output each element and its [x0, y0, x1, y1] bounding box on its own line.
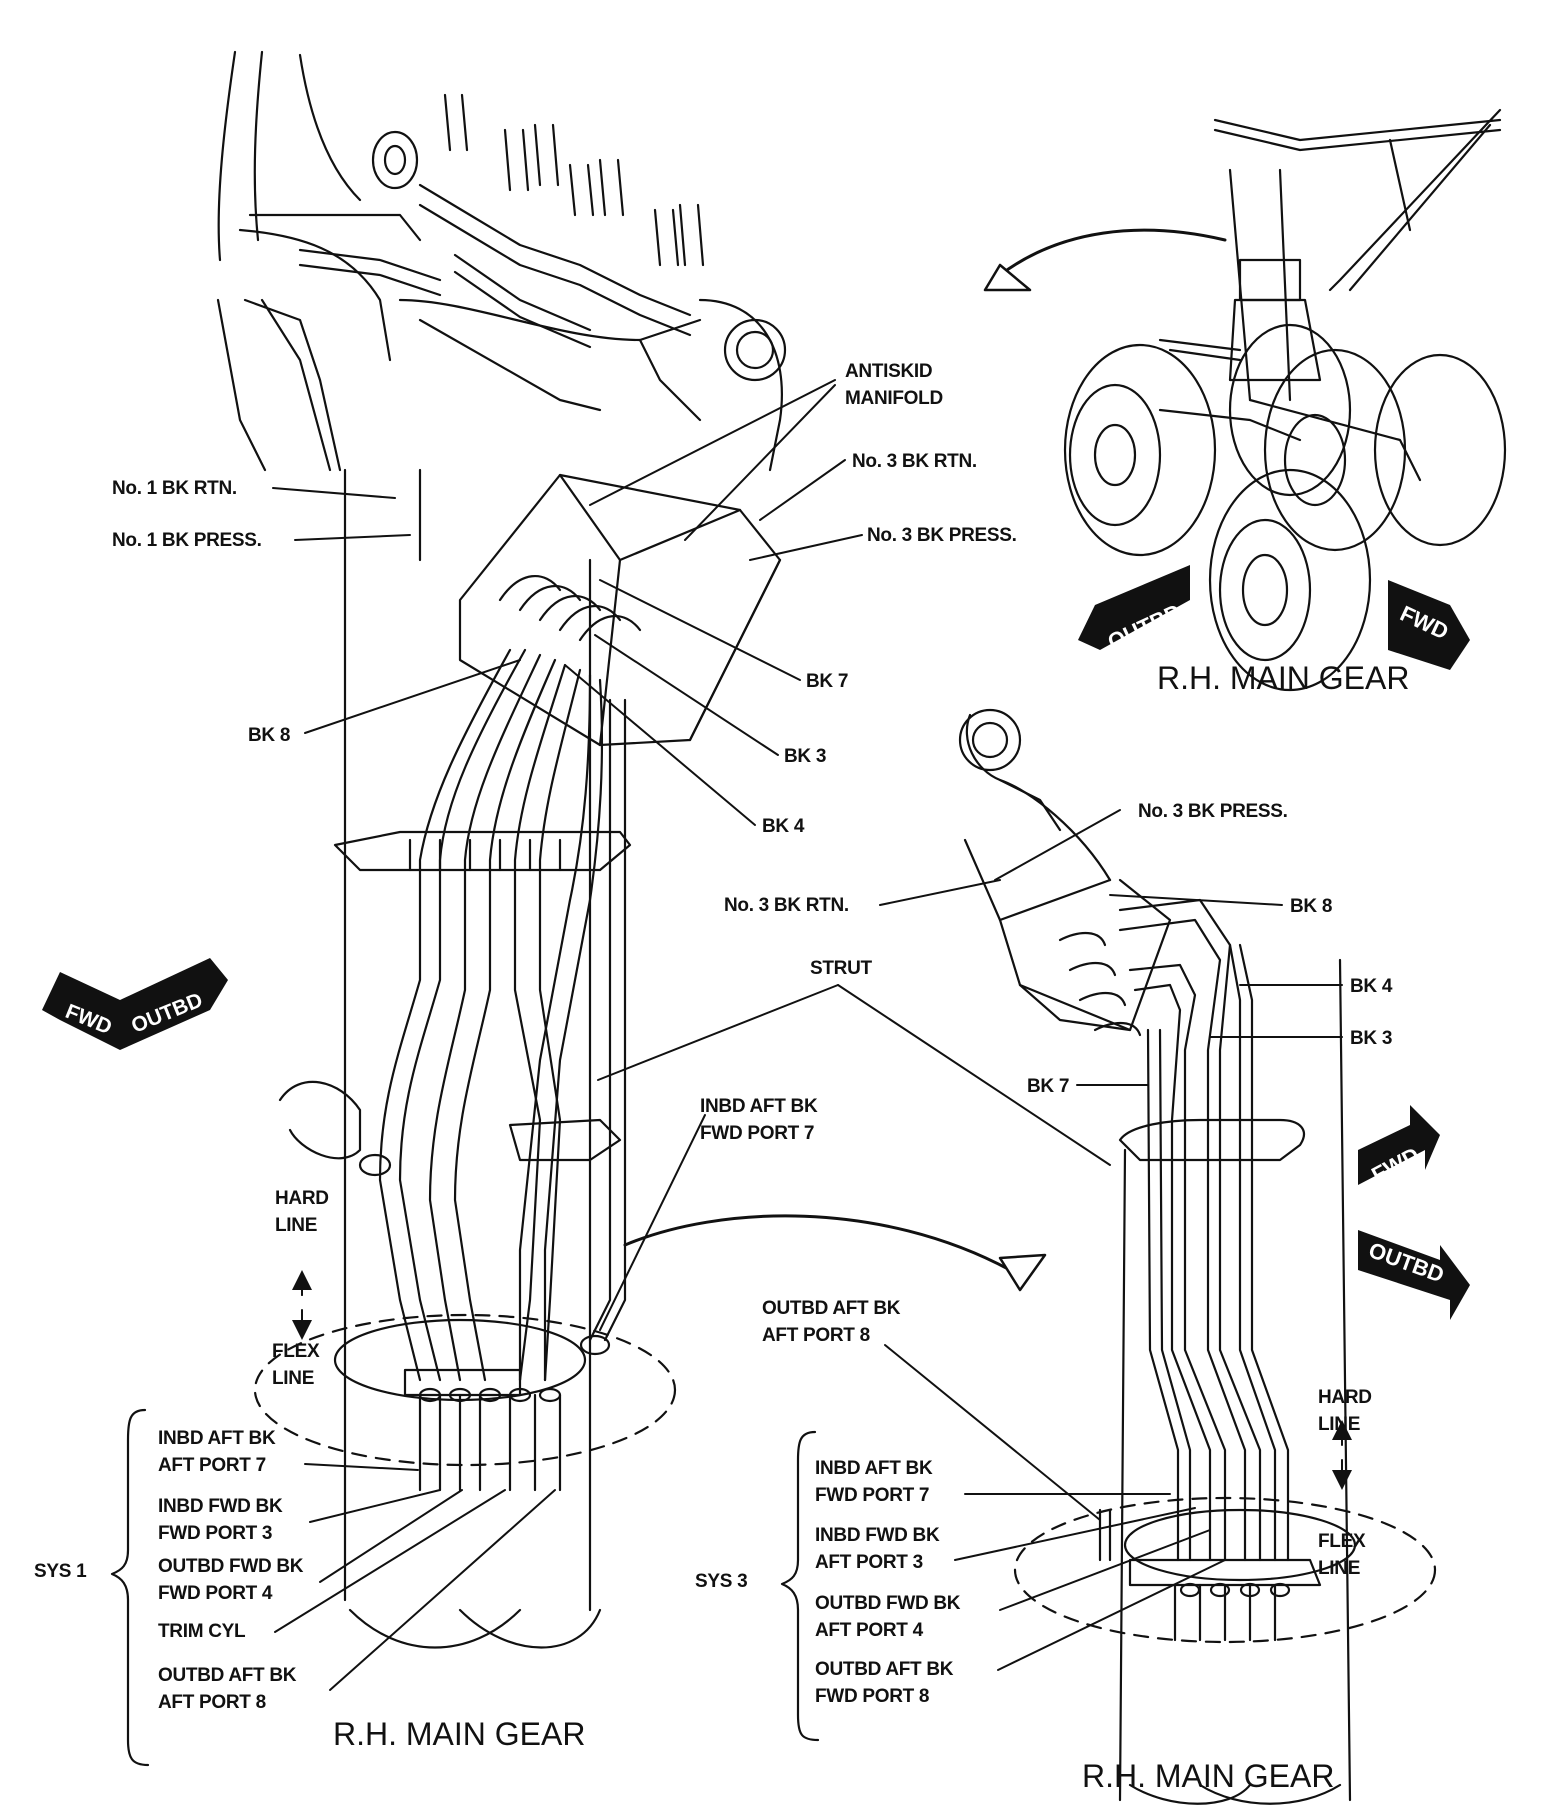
no1-bk-press-label: No. 1 BK PRESS. [112, 530, 262, 551]
sys1-line-1-a: INBD FWD BK [158, 1496, 283, 1517]
left-tube-bundle [278, 648, 632, 1382]
right-no3-bk-press-label: No. 3 BK PRESS. [1138, 801, 1288, 822]
right-flex-dashed-ring [1013, 1496, 1437, 1644]
bottom-curved-arrow [623, 1214, 1012, 1272]
antiskid-line-1: ANTISKID [845, 361, 933, 382]
sys3-line-0-b: FWD PORT 7 [815, 1485, 930, 1506]
right-outbd-aft-line-2: AFT PORT 8 [762, 1325, 870, 1346]
right-outbd-aft-line-1: OUTBD AFT BK [762, 1298, 901, 1319]
left-strut [343, 468, 602, 1649]
sys1-line-2-a: OUTBD FWD BK [158, 1556, 304, 1577]
right-hard-line-label: HARD LINE [1318, 1384, 1372, 1438]
right-outbd-aft-bk-aft-port8-label: OUTBD AFT BK AFT PORT 8 [762, 1295, 900, 1349]
bk8-label: BK 8 [248, 725, 291, 746]
sys1-line-2-b: FWD PORT 4 [158, 1583, 273, 1604]
antiskid-manifold-block [458, 473, 782, 747]
left-view-title: R.H. MAIN GEAR [333, 1716, 586, 1752]
hard-flex-arrows [292, 1270, 1352, 1490]
sys3-line-3-a: OUTBD AFT BK [815, 1659, 954, 1680]
right-hard-line-2: LINE [1318, 1414, 1361, 1435]
leader-lines [272, 379, 1343, 1691]
left-direction-arrows: FWD OUTBD [42, 958, 228, 1050]
bk7-label: BK 7 [806, 671, 849, 692]
left-hard-line-1: HARD [275, 1188, 329, 1209]
top-right-view-title: R.H. MAIN GEAR [1157, 660, 1410, 696]
right-hard-line-1: HARD [1318, 1387, 1372, 1408]
inbd-aft-line-2: FWD PORT 7 [700, 1123, 815, 1144]
inbd-aft-bk-fwd-port7-label: INBD AFT BK FWD PORT 7 [700, 1093, 818, 1147]
sys3-line-3-b: FWD PORT 8 [815, 1686, 930, 1707]
strut-label: STRUT [810, 958, 872, 979]
bottom-right-structure [958, 708, 1357, 1805]
sys1-line-outbd-fwd: OUTBD FWD BK FWD PORT 4 [158, 1553, 304, 1607]
sys1-line-outbd-aft: OUTBD AFT BK AFT PORT 8 [158, 1662, 296, 1716]
sys1-line-0-b: AFT PORT 7 [158, 1455, 266, 1476]
left-flex-line-2: LINE [272, 1368, 315, 1389]
sys3-line-1-a: INBD FWD BK [815, 1525, 940, 1546]
no3-bk-rtn-label: No. 3 BK RTN. [852, 451, 977, 472]
sys3-line-outbd-aft: OUTBD AFT BK FWD PORT 8 [815, 1656, 953, 1710]
sys3-line-2-b: AFT PORT 4 [815, 1620, 923, 1641]
sys1-line-inbd-fwd: INBD FWD BK FWD PORT 3 [158, 1493, 283, 1547]
top-right-curved-arrow [998, 228, 1227, 277]
inbd-aft-line-1: INBD AFT BK [700, 1096, 818, 1117]
sys1-line-inbd-aft: INBD AFT BK AFT PORT 7 [158, 1425, 276, 1479]
sys3-line-1-b: AFT PORT 3 [815, 1552, 923, 1573]
bk3-label: BK 3 [784, 746, 827, 767]
left-hard-line-2: LINE [275, 1215, 318, 1236]
antiskid-manifold-label: ANTISKID MANIFOLD [845, 358, 943, 412]
sys1-line-1-b: FWD PORT 3 [158, 1523, 273, 1544]
left-upper-structure [216, 50, 787, 472]
no3-bk-press-label: No. 3 BK PRESS. [867, 525, 1017, 546]
sys1-line-4-b: AFT PORT 8 [158, 1692, 266, 1713]
sys3-line-0-a: INBD AFT BK [815, 1458, 933, 1479]
left-hard-line-label: HARD LINE [275, 1185, 329, 1239]
sys1-line-0-a: INBD AFT BK [158, 1428, 276, 1449]
right-bk4-label: BK 4 [1350, 976, 1393, 997]
top-right-gear-assembly [1063, 108, 1507, 692]
bottom-right-view-title: R.H. MAIN GEAR [1082, 1758, 1335, 1794]
sys1-label: SYS 1 [34, 1561, 87, 1582]
right-flex-line-1: FLEX [1318, 1531, 1366, 1552]
right-no3-bk-rtn-label: No. 3 BK RTN. [724, 895, 849, 916]
top-right-direction-arrows: OUTBD FWD [1078, 565, 1470, 670]
sys1-line-3-a: TRIM CYL [158, 1621, 246, 1642]
sys1-line-4-a: OUTBD AFT BK [158, 1665, 297, 1686]
sys3-label: SYS 3 [695, 1571, 748, 1592]
left-flex-dashed-ring [253, 1313, 677, 1467]
bottom-right-direction-arrows: FWD OUTBD [1358, 1105, 1470, 1320]
bk4-label: BK 4 [762, 816, 805, 837]
right-flex-line-label: FLEX LINE [1318, 1528, 1366, 1582]
sys3-line-outbd-fwd: OUTBD FWD BK AFT PORT 4 [815, 1590, 961, 1644]
sys1-brace [110, 1408, 150, 1767]
sys3-brace [780, 1430, 820, 1742]
left-flex-zone [333, 1318, 611, 1492]
no1-bk-rtn-label: No. 1 BK RTN. [112, 478, 237, 499]
sys3-line-inbd-fwd: INBD FWD BK AFT PORT 3 [815, 1522, 940, 1576]
sys3-line-2-a: OUTBD FWD BK [815, 1593, 961, 1614]
sys1-line-trim-cyl: TRIM CYL [158, 1618, 246, 1645]
right-bk3-label: BK 3 [1350, 1028, 1393, 1049]
antiskid-line-2: MANIFOLD [845, 388, 943, 409]
right-bk8-label: BK 8 [1290, 896, 1333, 917]
right-flex-line-2: LINE [1318, 1558, 1361, 1579]
left-flex-line-1: FLEX [272, 1341, 320, 1362]
right-bk7-label: BK 7 [1027, 1076, 1070, 1097]
left-flex-line-label: FLEX LINE [272, 1338, 320, 1392]
sys3-line-inbd-aft: INBD AFT BK FWD PORT 7 [815, 1455, 933, 1509]
